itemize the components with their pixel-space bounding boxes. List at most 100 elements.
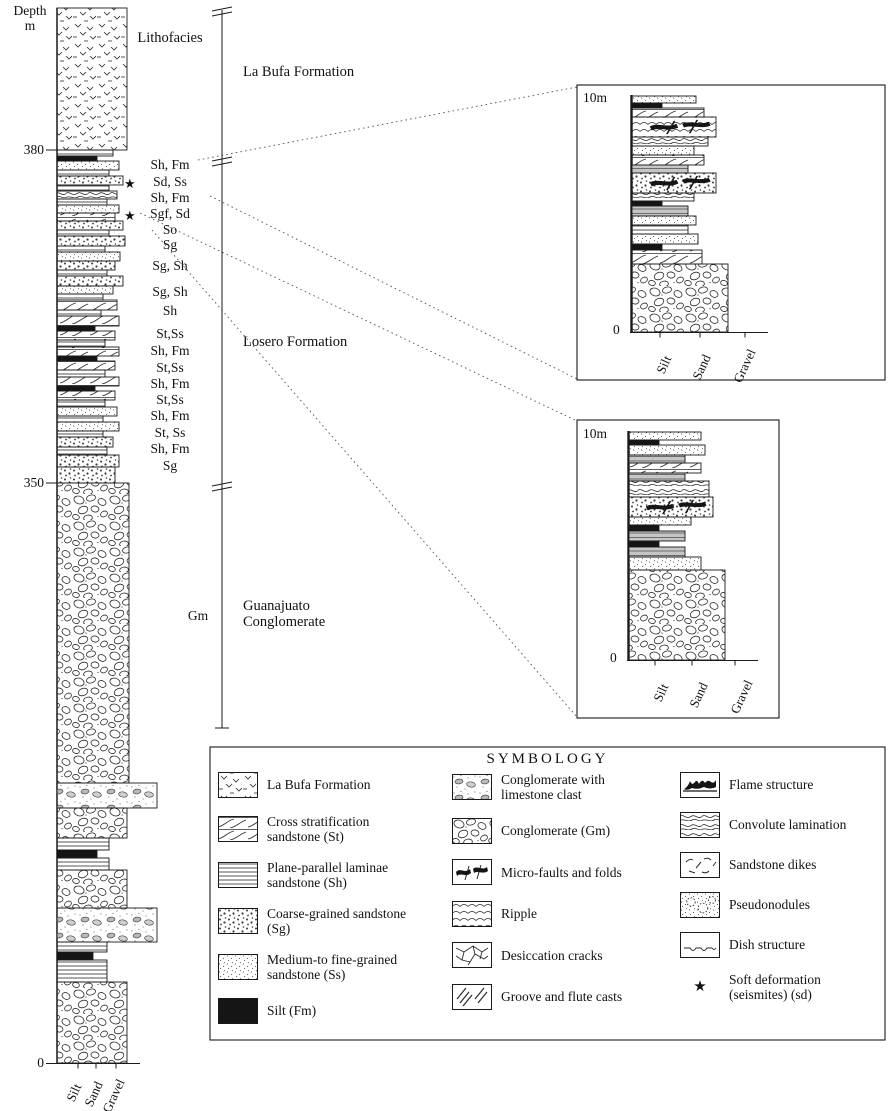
legend-item-label: Groove and flute casts [501,989,623,1005]
legend-item-label: Plane-parallel laminae sandstone (Sh) [267,859,389,890]
legend-item-label: La Bufa Formation [267,777,371,793]
legend-item: La Bufa Formation [218,772,438,798]
pseudonodules-swatch [680,891,720,918]
limestone-conglomerate-swatch [452,774,492,801]
micro-faults-swatch [452,859,492,886]
legend-item-label: Medium-to fine-grained sandstone (Ss) [267,951,398,983]
legend-title: SYMBOLOGY [486,751,609,767]
lithofacies-label: Sh, Fm [150,376,190,391]
lithofacies-label: Sg [162,458,178,473]
inset-scale-label: 10m [583,426,608,441]
fine-sandstone-swatch [218,954,258,981]
ripple-swatch [452,900,492,927]
legend-item-label: Soft deformation (seismites) (sd) [729,971,821,1002]
depth-axis-title: Depth m [6,3,54,33]
lithofacies-label: St,Ss [156,392,184,407]
legend-item: Cross stratification sandstone (St) [218,814,438,844]
legend-item-label: Micro-faults and folds [501,864,622,880]
legend-column-3: Flame structure Convolute lamination San… [680,772,880,1002]
inset-scale-label: 10m [583,90,608,105]
lithofacies-label: St, Ss [154,425,186,440]
flame-structure-swatch [680,772,720,798]
legend-item-label: Convolute lamination [729,817,847,833]
inset-zero-label: 0 [613,322,620,337]
depth-axis-title-line1: Depth [13,3,47,18]
lithofacies-header: Lithofacies [137,30,203,46]
convolute-lamination-swatch [680,811,720,838]
legend-column-2: Conglomerate with limestone clast Conglo… [452,772,674,1010]
lithofacies-label: Sh, Fm [150,408,190,423]
legend-item: Desiccation cracks [452,942,674,969]
silt-swatch [218,997,258,1024]
legend-item: Plane-parallel laminae sandstone (Sh) [218,860,438,890]
la-bufa-pattern-swatch [218,772,258,798]
groove-flute-swatch [452,983,492,1010]
inset-zero-label: 0 [610,650,617,665]
depth-tick-label: 380 [23,142,44,157]
inset-2 [576,419,780,719]
cross-stratification-swatch [218,815,258,842]
inset-1 [576,84,886,381]
legend-item-label: Ripple [501,906,537,922]
legend-item-label: Flame structure [729,777,814,793]
star-icon: ★ [693,979,707,996]
main-column [56,7,158,1064]
legend-item: Convolute lamination [680,811,880,838]
lithofacies-label: Sg, Sh [152,258,188,273]
lithofacies-label: Sh, Fm [150,343,190,358]
coarse-sandstone-swatch [218,907,258,934]
legend-item: Groove and flute casts [452,983,674,1010]
legend-item: Conglomerate (Gm) [452,817,674,844]
legend-item: Flame structure [680,772,880,798]
legend-item: Pseudonodules [680,891,880,918]
legend-item: Conglomerate with limestone clast [452,772,674,802]
legend-item-label: Desiccation cracks [501,947,603,963]
legend-item-label: Cross stratification sandstone (St) [267,813,370,844]
legend-item-label: Coarse-grained sandstone (Sg) [267,905,407,936]
legend-item: Sandstone dikes [680,851,880,878]
conglomerate-swatch [452,817,492,844]
lithofacies-label: Sh, Fm [150,441,190,456]
formation-label-guanajuato: Guanajuato Conglomerate [243,598,326,631]
formation-label-losero: Losero Formation [243,334,348,350]
desiccation-cracks-swatch [452,942,492,969]
star-icon: ★ [124,208,136,223]
legend-item-label: Conglomerate with limestone clast [501,772,605,803]
lithofacies-label: Gm [187,608,209,623]
lithofacies-label: Sh, Fm [150,190,190,205]
lithofacies-label: So [162,222,178,237]
legend-item: Medium-to fine-grained sandstone (Ss) [218,952,438,982]
connector-lines [139,86,578,718]
legend-item: Dish structure [680,931,880,958]
plane-parallel-laminae-swatch [218,861,258,888]
legend-item: ★ Soft deformation (seismites) (sd) [680,972,880,1002]
legend-item-label: Silt (Fm) [267,1003,317,1019]
lithofacies-label: Sh, Fm [150,157,190,172]
legend-item: Micro-faults and folds [452,859,674,886]
lithofacies-label: Sgf, Sd [150,206,190,221]
depth-axis-title-line2: m [24,18,36,34]
formation-label-la-bufa: La Bufa Formation [243,64,355,80]
lithofacies-label: Sd, Ss [153,174,187,189]
star-icon: ★ [124,176,136,191]
legend-box [209,746,886,1041]
dish-structure-swatch [680,931,720,958]
legend-item: Ripple [452,900,674,927]
lithofacies-label: St,Ss [156,326,184,341]
legend-item-label: Pseudonodules [729,897,810,913]
formation-bracket [211,6,233,729]
lithofacies-label: St,Ss [156,360,184,375]
legend-item-label: Sandstone dikes [729,857,817,873]
legend-item-label: Dish structure [729,937,806,953]
depth-tick-label: 0 [37,1055,44,1070]
lithofacies-label: Sh [162,303,178,318]
legend-column-1: La Bufa Formation Cross stratification s… [218,772,438,1024]
legend-item-label: Conglomerate (Gm) [501,823,611,839]
lithofacies-label: Sg, Sh [152,284,188,299]
depth-tick-label: 350 [23,475,44,490]
lithofacies-label: Sg [162,237,178,252]
sandstone-dikes-swatch [680,851,720,878]
legend-item: Coarse-grained sandstone (Sg) [218,906,438,936]
